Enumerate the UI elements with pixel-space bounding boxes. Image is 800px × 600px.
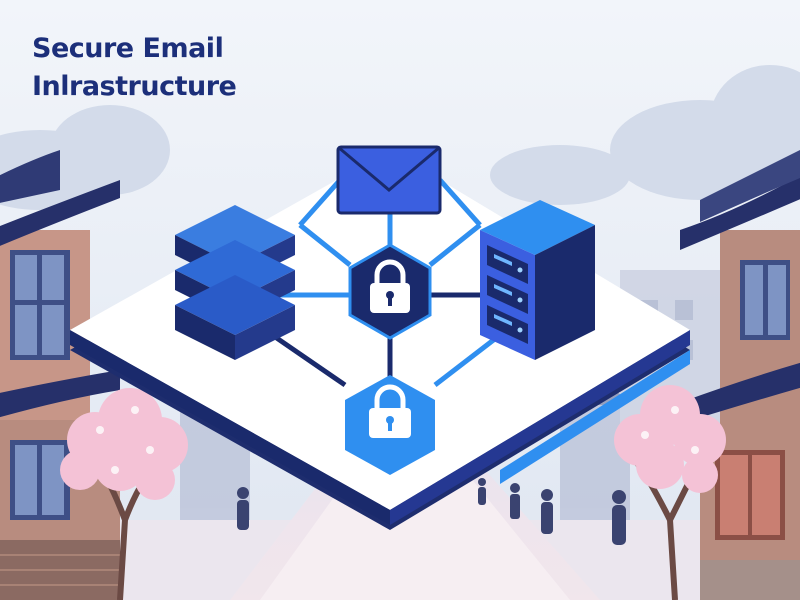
clouds [0,65,800,210]
title-line-1: Secure Email [32,33,224,64]
server-rack-icon [480,200,595,360]
padlock-icon [370,259,410,313]
cherry-tree-left [60,388,188,600]
bottom-padlock-hexagon [345,375,435,475]
database-stack-icon [175,205,295,360]
title-line-2: Inlrastructure [32,71,237,102]
center-padlock-hexagon [348,243,432,340]
envelope-icon [336,145,442,215]
pedestrians [237,478,626,545]
padlock-icon [369,384,411,438]
cherry-tree-right [614,385,726,600]
page-title: Secure Email Inlrastructure [32,30,237,106]
street-center [260,440,570,600]
